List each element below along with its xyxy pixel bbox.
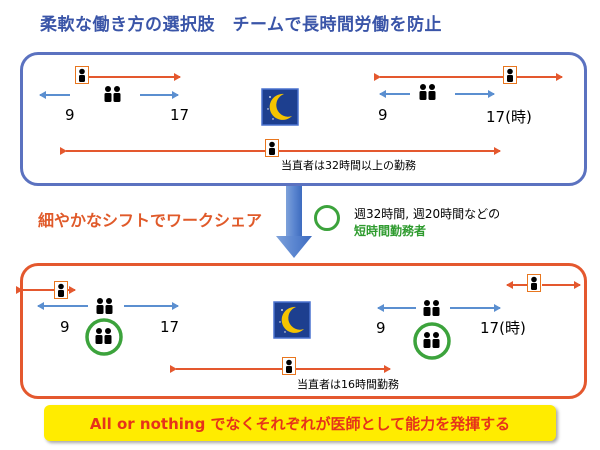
- bottom-duty-label: 当直者は16時間勤務: [297, 378, 399, 391]
- person-icon: [54, 281, 68, 299]
- bottom-right-start-hour: 9: [376, 319, 386, 337]
- couple-icon: [104, 86, 121, 102]
- short-time-ring: [413, 322, 451, 360]
- person-icon: [75, 66, 89, 84]
- shift-share-title: 細やかなシフトでワークシェア: [38, 211, 263, 230]
- couple-icon: [419, 84, 436, 100]
- bottom-banner: [44, 405, 556, 441]
- bottom-left-start-hour: 9: [60, 318, 70, 336]
- moon-icon: [273, 301, 311, 339]
- person-icon: [503, 66, 517, 84]
- person-icon: [265, 139, 279, 157]
- short-time-ring: [85, 318, 123, 356]
- banner-text: All or nothing でなくそれぞれが医師として能力を発揮する: [89, 415, 511, 433]
- short-time-legend-ring: [314, 205, 340, 231]
- couple-icon: [423, 332, 440, 348]
- top-left-start-hour: 9: [65, 106, 75, 124]
- top-duty-label: 当直者は32時間以上の勤務: [281, 159, 416, 172]
- couple-icon: [95, 328, 112, 344]
- moon-icon: [261, 88, 299, 126]
- top-right-start-hour: 9: [378, 106, 388, 124]
- person-icon: [282, 357, 296, 375]
- couple-icon: [423, 300, 440, 316]
- bottom-right-end-hour: 17(時): [480, 319, 526, 337]
- down-arrow-icon: [276, 186, 312, 258]
- bottom-left-end-hour: 17: [160, 318, 180, 336]
- diagram-title: 柔軟な働き方の選択肢 チームで長時間労働を防止: [40, 15, 442, 35]
- top-left-end-hour: 17: [170, 106, 190, 124]
- person-icon: [527, 274, 541, 292]
- top-right-end-hour: 17(時): [486, 108, 532, 126]
- legend-line-1: 週32時間, 週20時間などの: [354, 207, 501, 221]
- couple-icon: [96, 298, 113, 314]
- legend-line-2: 短時間勤務者: [354, 224, 427, 238]
